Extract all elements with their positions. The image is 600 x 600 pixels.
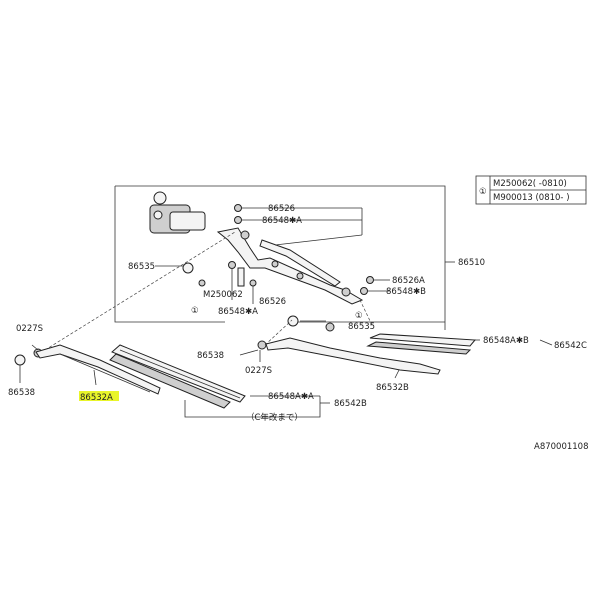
label-0227S-left: 0227S (16, 324, 43, 334)
label-86532B: 86532B (376, 383, 409, 393)
wiper-arm-left (35, 344, 161, 395)
label-marker-left: ① (191, 306, 199, 316)
wiper-linkage (216, 227, 364, 305)
wiper-motor (149, 191, 206, 234)
label-catalog-number: A870001108 (534, 442, 589, 452)
label-86542C: 86542C (554, 341, 587, 351)
label-c-note: （C年改まで） (246, 412, 303, 423)
legend-row-1: M250062( -0810) (493, 179, 567, 189)
label-86535-right: 86535 (348, 322, 375, 332)
label-marker-right: ① (355, 311, 363, 321)
label-0227S-mid: 0227S (245, 366, 272, 376)
label-86548A-top: 86548✱A (262, 216, 302, 226)
label-86535-left: 86535 (128, 262, 155, 272)
label-86526A: 86526A (392, 276, 425, 286)
highlight-86532A (79, 391, 119, 401)
fasteners (14, 204, 374, 366)
part-labels: 86526 86548✱A 86535 86510 M250062 86526 … (8, 204, 589, 452)
label-86510: 86510 (458, 258, 485, 268)
label-M250062: M250062 (203, 290, 243, 300)
label-86532A: 86532A (80, 393, 113, 403)
legend-row-2: M900013 (0810- ) (493, 193, 570, 203)
label-86548A-mid: 86548✱A (218, 307, 258, 317)
label-86526-mid: 86526 (259, 297, 286, 307)
label-86548BA-B: 86548A✱B (483, 336, 529, 346)
label-86538-mid: 86538 (197, 351, 224, 361)
leader-lines (19, 207, 553, 418)
pivot-dashed-lines (44, 231, 373, 351)
legend-marker: ① (479, 187, 487, 197)
label-86542B: 86542B (334, 399, 367, 409)
linkage-assembly-frame (114, 185, 455, 330)
label-86548B: 86548✱B (386, 287, 426, 297)
legend-box: ① M250062( -0810) M900013 (0810- ) (475, 175, 587, 205)
wiper-arm-right (265, 337, 441, 375)
label-86548BA-A: 86548A✱A (268, 392, 314, 402)
wiper-blade-right (366, 333, 477, 355)
wiper-blade-left (109, 344, 246, 409)
label-86526-top: 86526 (268, 204, 295, 214)
label-86538-left: 86538 (8, 388, 35, 398)
